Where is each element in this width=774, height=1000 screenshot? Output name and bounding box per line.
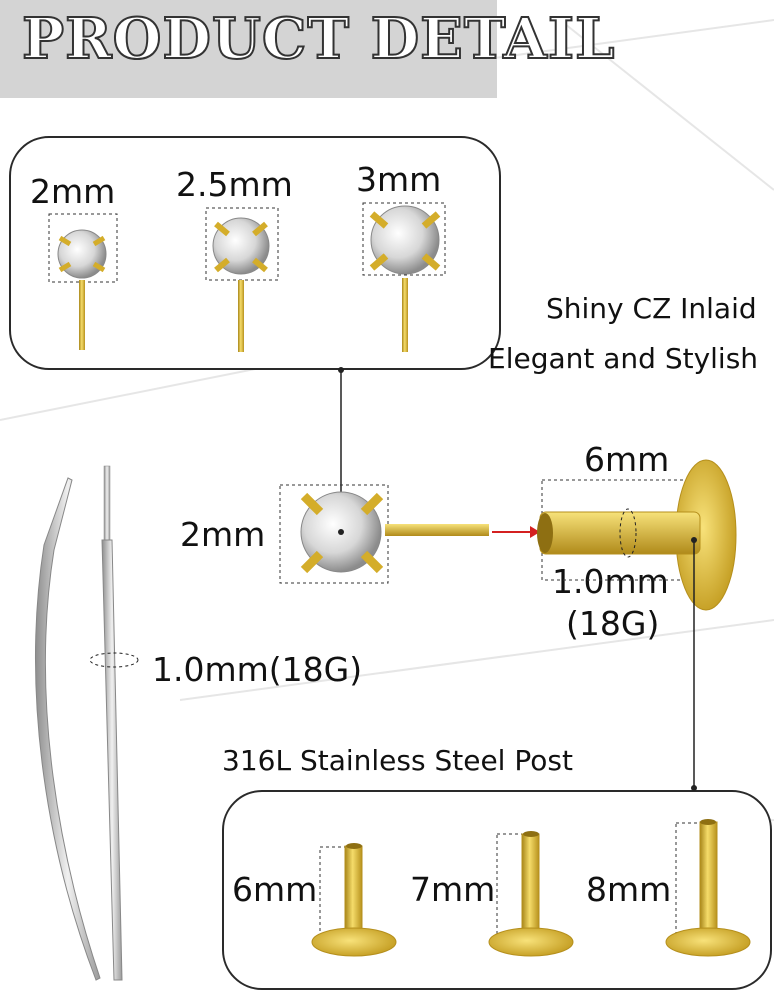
size-label-2mm: 2mm	[30, 172, 116, 211]
post-length-label: 6mm	[584, 440, 670, 479]
page-title: PRODUCT DETAIL	[21, 5, 616, 73]
title-band	[0, 0, 497, 98]
length-label-6mm: 6mm	[232, 870, 318, 909]
length-label-7mm: 7mm	[410, 870, 496, 909]
taper-gauge-label: 1.0mm(18G)	[152, 650, 363, 689]
assembly-gem-size: 2mm	[180, 515, 266, 554]
material-heading: 316L Stainless Steel Post	[222, 744, 573, 777]
length-label-8mm: 8mm	[586, 870, 672, 909]
feature-line-1: Shiny CZ Inlaid	[546, 292, 757, 325]
size-label-3mm: 3mm	[356, 160, 442, 199]
post-gauge-label-2: (18G)	[566, 604, 660, 643]
size-label-2-5mm: 2.5mm	[176, 165, 293, 204]
feature-line-2: Elegant and Stylish	[488, 342, 759, 375]
post-gauge-label: 1.0mm	[552, 562, 669, 601]
